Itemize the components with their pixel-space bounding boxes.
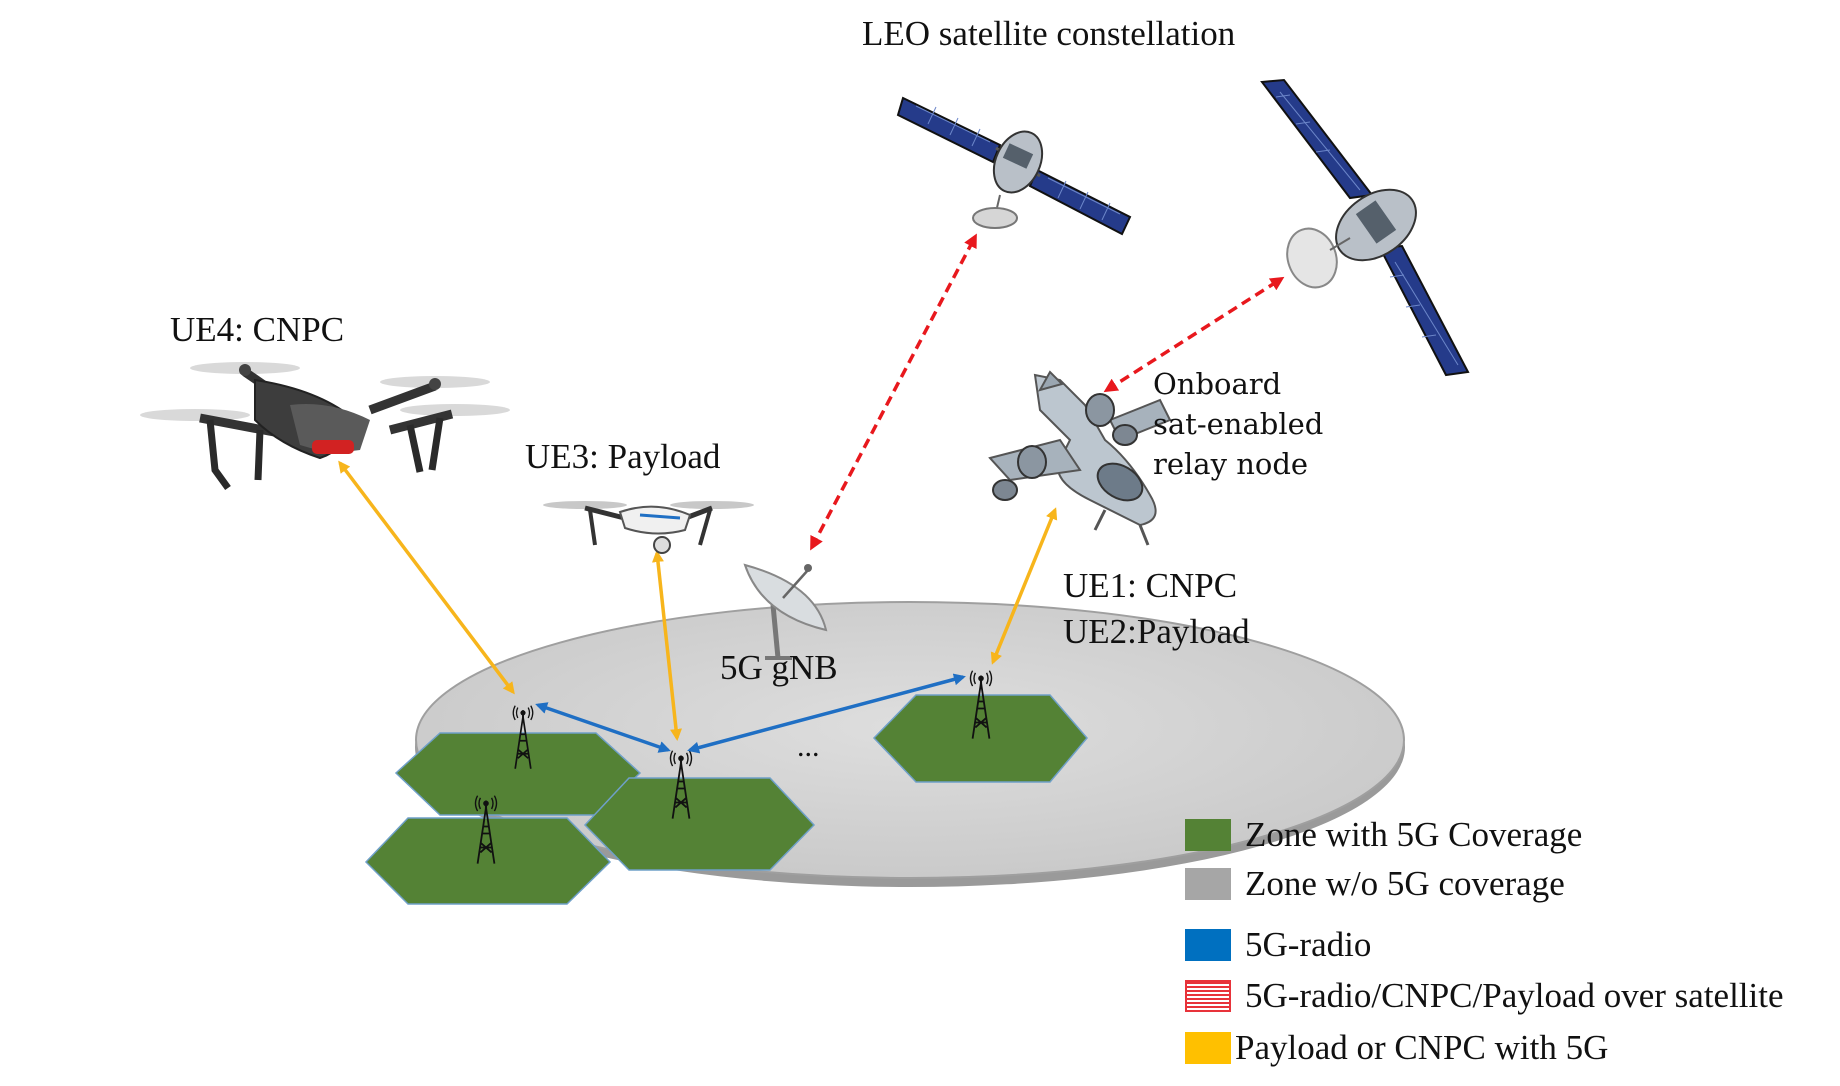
legend-label: Payload or CNPC with 5G — [1235, 1028, 1609, 1067]
legend-item-coverage: Zone with 5G Coverage — [1185, 815, 1582, 855]
relay-label-line-3: relay node — [1153, 447, 1309, 481]
ue3-label: UE3: Payload — [525, 437, 721, 476]
legend-item-5g-radio: 5G-radio — [1185, 925, 1371, 965]
legend-label: Zone w/o 5G coverage — [1245, 864, 1565, 903]
coverage-hexagon-2 — [583, 777, 816, 871]
legend-label: Zone with 5G Coverage — [1245, 815, 1583, 854]
relay-label-line-2: sat-enabled — [1153, 407, 1324, 441]
payload-link — [338, 460, 515, 695]
ue4-label: UE4: CNPC — [170, 310, 345, 349]
legend-item-no-coverage: Zone w/o 5G coverage — [1185, 864, 1565, 904]
legend-label: 5G-radio/CNPC/Payload over satellite — [1245, 976, 1784, 1015]
legend-label: 5G-radio — [1245, 925, 1372, 964]
ellipsis-label: ... — [797, 730, 820, 763]
legend-swatch-gray — [1185, 868, 1231, 900]
satellite-link — [1103, 276, 1285, 393]
radio-link — [535, 702, 671, 753]
ue2-label: UE2:Payload — [1063, 612, 1250, 651]
satellite-icon — [896, 96, 1132, 236]
payload-link — [652, 550, 682, 741]
ue1-label: UE1: CNPC — [1063, 566, 1238, 605]
drone-icon — [543, 501, 754, 554]
relay-label-line-1: Onboard — [1153, 367, 1282, 401]
legend-swatch-red-hatched — [1185, 980, 1231, 1012]
legend-swatch-green — [1185, 819, 1231, 851]
satellite-link — [810, 233, 977, 551]
legend-swatch-yellow — [1185, 1032, 1231, 1064]
legend-swatch-blue — [1185, 929, 1231, 961]
payload-link — [990, 507, 1058, 665]
coverage-hexagon-3 — [364, 817, 612, 905]
gnb-label: 5G gNB — [720, 648, 838, 687]
radio-link — [687, 673, 966, 754]
relay-aircraft-icon — [988, 370, 1172, 546]
legend-item-satellite: 5G-radio/CNPC/Payload over satellite — [1185, 976, 1784, 1016]
legend-item-payload: Payload or CNPC with 5G — [1185, 1028, 1608, 1068]
satellite-dish-icon — [743, 563, 828, 660]
constellation-label: LEO satellite constellation — [862, 14, 1236, 53]
satellite-icon — [1260, 78, 1470, 377]
drone-icon — [140, 362, 510, 491]
